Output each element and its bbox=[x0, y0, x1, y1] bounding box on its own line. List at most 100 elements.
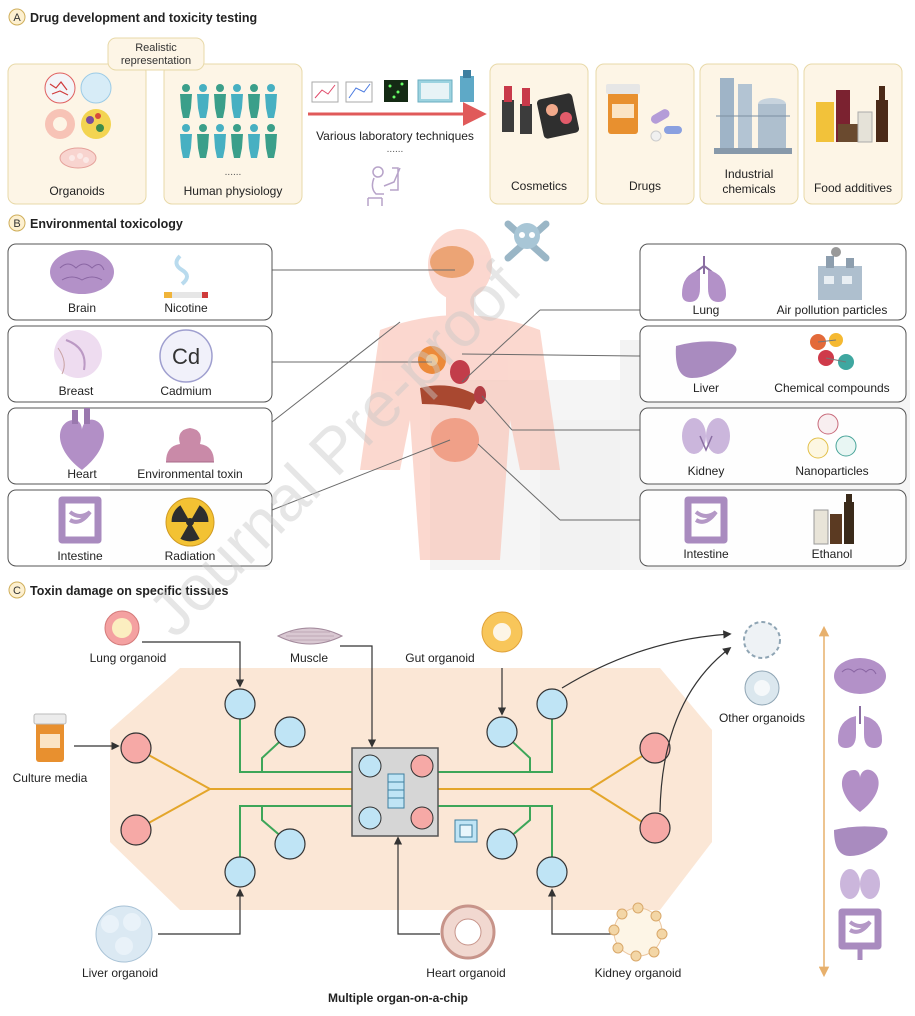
kidney-nano-box bbox=[639, 407, 907, 485]
brain-label: Brain bbox=[68, 301, 96, 315]
gut-organoid-label: Gut organoid bbox=[405, 651, 474, 665]
scientist-microscope-icon bbox=[367, 166, 401, 206]
column-heart-icon bbox=[842, 769, 879, 812]
cadmium-symbol: Cd bbox=[172, 344, 200, 369]
air-pollution-icon bbox=[818, 247, 862, 300]
node-blue-7[interactable] bbox=[486, 828, 518, 860]
brain-icon bbox=[50, 250, 114, 294]
cosmetics-label: Cosmetics bbox=[511, 179, 567, 193]
person-icon bbox=[231, 124, 243, 158]
node-red-3[interactable] bbox=[639, 732, 671, 764]
heart-organoid-icon bbox=[440, 904, 496, 960]
person-icon bbox=[180, 124, 192, 158]
section-b-badge bbox=[8, 214, 26, 232]
human-physiology-label: Human physiology bbox=[184, 184, 283, 198]
node-media-in[interactable] bbox=[120, 732, 152, 764]
heart-organoid-label: Heart organoid bbox=[426, 966, 505, 980]
muscle-icon bbox=[276, 627, 344, 645]
person-icon bbox=[197, 124, 209, 158]
drugs-label: Drugs bbox=[629, 179, 661, 193]
muscle-label: Muscle bbox=[290, 651, 328, 665]
column-liver-icon bbox=[834, 826, 888, 856]
drugs-icon bbox=[606, 84, 682, 142]
industrial-label-2: chemicals bbox=[722, 182, 775, 196]
kidney-organoid-icon bbox=[608, 902, 668, 962]
nicotine-label: Nicotine bbox=[164, 301, 208, 315]
air-pollution-label: Air pollution particles bbox=[777, 303, 888, 317]
environmental-toxin-icon bbox=[166, 428, 214, 463]
section-a: A Drug development and toxicity testing … bbox=[7, 8, 903, 206]
organ-on-chip-caption: Multiple organ-on-a-chip bbox=[328, 991, 468, 1005]
lung-air-box bbox=[639, 243, 907, 321]
human-physiology-dots: ...... bbox=[225, 167, 242, 178]
node-red-2[interactable] bbox=[120, 814, 152, 846]
section-a-title: Drug development and toxicity testing bbox=[30, 11, 257, 25]
section-c-title: Toxin damage on specific tissues bbox=[30, 584, 228, 598]
central-chip-nodes bbox=[358, 754, 434, 830]
organoids-icon bbox=[44, 72, 112, 169]
intestine-right-label: Intestine bbox=[683, 547, 729, 561]
ethanol-label: Ethanol bbox=[812, 547, 853, 561]
gut-organoid-icon bbox=[481, 611, 523, 653]
section-b: B Environmental toxicology bbox=[7, 214, 910, 570]
food-additives-icon bbox=[816, 86, 888, 143]
section-b-title: Environmental toxicology bbox=[30, 217, 183, 231]
lab-technique-icons bbox=[311, 70, 474, 103]
techniques-label: Various laboratory techniques bbox=[316, 129, 474, 143]
node-red-4[interactable] bbox=[639, 812, 671, 844]
node-lung[interactable] bbox=[224, 688, 256, 720]
lung-right-label: Lung bbox=[693, 303, 720, 317]
heart-icon bbox=[60, 408, 104, 470]
section-c-letter: C bbox=[13, 585, 21, 597]
central-chip-membrane bbox=[387, 773, 405, 809]
human-physiology-people-icon bbox=[180, 84, 277, 158]
breast-cadmium-box bbox=[7, 325, 273, 403]
culture-media-label: Culture media bbox=[13, 771, 88, 785]
node-blue-4[interactable] bbox=[274, 828, 306, 860]
node-liver[interactable] bbox=[224, 856, 256, 888]
person-icon bbox=[214, 124, 226, 158]
lung-organoid-icon bbox=[104, 610, 140, 646]
intestine-icon-right bbox=[684, 496, 728, 544]
column-lung-icon bbox=[838, 706, 882, 748]
cosmetics-icon bbox=[502, 86, 580, 139]
organoids-panel bbox=[7, 63, 147, 205]
cadmium-label: Cadmium bbox=[160, 384, 211, 398]
nicotine-cigarette-icon bbox=[164, 254, 208, 298]
section-a-letter: A bbox=[13, 12, 21, 24]
liver-icon-right bbox=[675, 341, 737, 378]
industrial-chemicals-icon bbox=[714, 78, 792, 154]
breast-icon bbox=[54, 330, 102, 378]
brain-nicotine-box bbox=[7, 243, 273, 321]
intestine-ethanol-box bbox=[639, 489, 907, 567]
person-icon bbox=[214, 84, 226, 118]
person-icon bbox=[180, 84, 192, 118]
radiation-icon bbox=[165, 497, 215, 547]
liver-organoid-icon bbox=[95, 905, 153, 963]
other-organoids-label: Other organoids bbox=[719, 711, 805, 725]
flow-arrows bbox=[74, 630, 732, 935]
node-other[interactable] bbox=[536, 688, 568, 720]
person-icon bbox=[265, 84, 277, 118]
realistic-line-2: representation bbox=[121, 55, 191, 67]
section-a-badge bbox=[8, 8, 26, 26]
node-kidney[interactable] bbox=[536, 856, 568, 888]
person-icon bbox=[231, 84, 243, 118]
person-icon bbox=[265, 124, 277, 158]
liver-organoid-label: Liver organoid bbox=[82, 966, 158, 980]
node-blue-2[interactable] bbox=[274, 716, 306, 748]
food-additives-label: Food additives bbox=[814, 181, 892, 195]
industrial-label-1: Industrial bbox=[725, 167, 774, 181]
techniques-dots: ...... bbox=[387, 144, 404, 155]
node-gut[interactable] bbox=[486, 716, 518, 748]
environmental-toxin-label: Environmental toxin bbox=[137, 467, 242, 481]
section-c-badge bbox=[8, 581, 26, 599]
chemical-compounds-icon bbox=[810, 333, 854, 370]
lung-icon-right bbox=[682, 256, 726, 302]
realistic-representation-tag bbox=[107, 37, 205, 71]
organoids-label: Organoids bbox=[49, 184, 104, 198]
nanoparticles-icon bbox=[807, 413, 857, 459]
breast-label: Breast bbox=[59, 384, 94, 398]
person-icon bbox=[197, 84, 209, 118]
